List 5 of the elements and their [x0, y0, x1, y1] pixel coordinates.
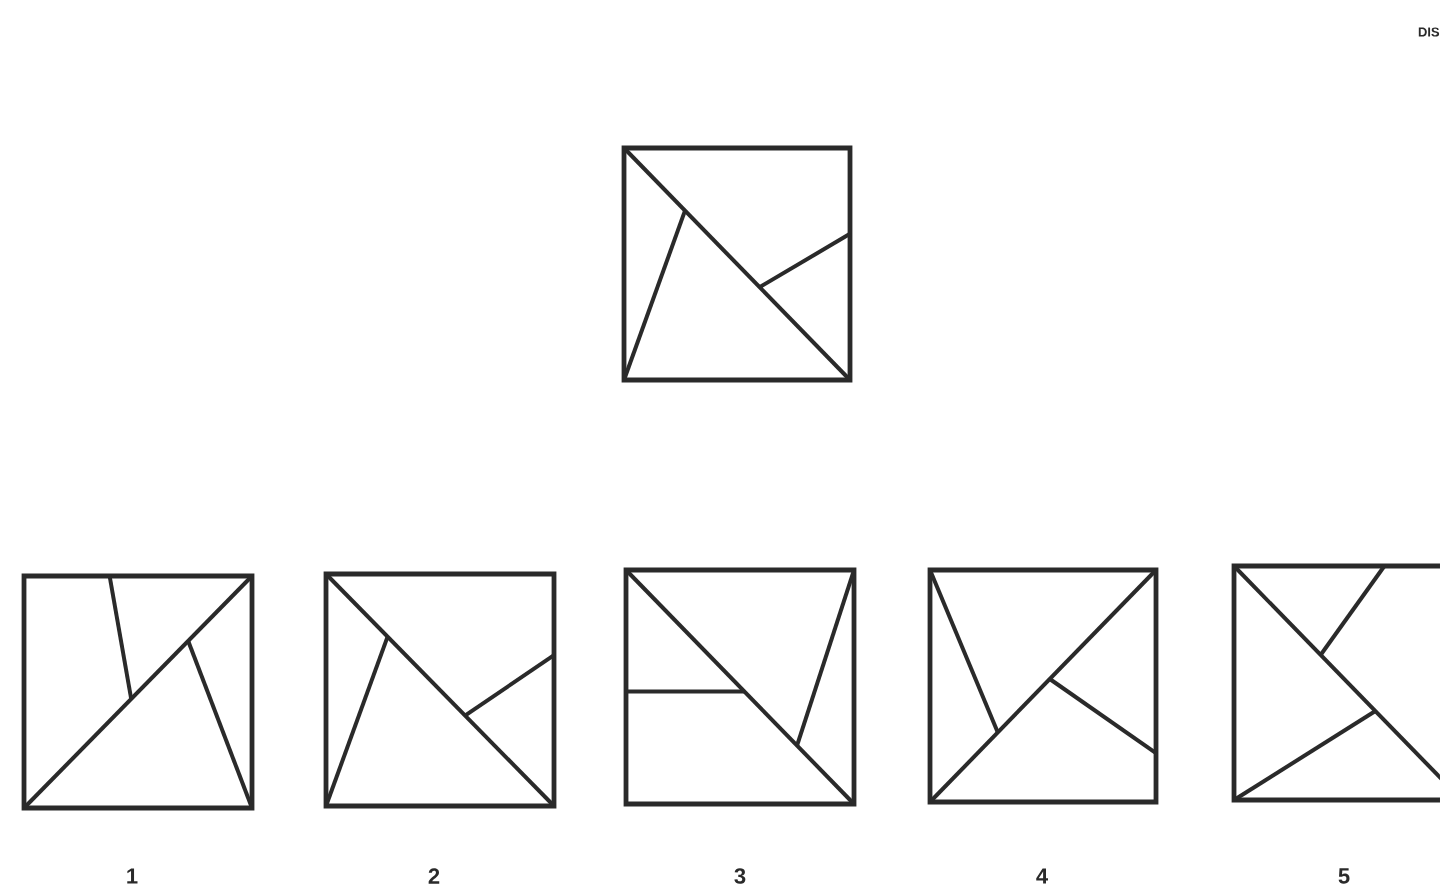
option-number: 2	[428, 868, 440, 884]
option-number: 1	[127, 868, 138, 884]
option-number: 3	[734, 868, 746, 884]
option-number: 5	[1338, 868, 1350, 884]
option-number: 4	[1036, 868, 1048, 884]
